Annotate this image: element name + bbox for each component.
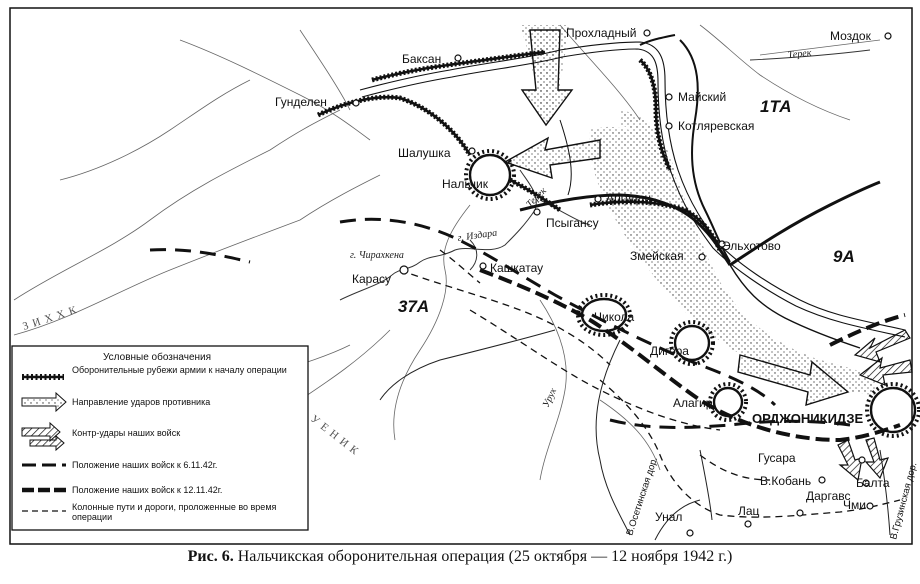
label-kashkatau: Кашкатау bbox=[490, 261, 543, 275]
label-dargavs: Даргавс bbox=[806, 489, 851, 503]
label-nalchik: Нальчик bbox=[442, 177, 489, 191]
legend-item-column-roads: Колонные пути и дороги, проложенные во в… bbox=[22, 502, 277, 522]
column-roads bbox=[399, 249, 901, 518]
label-argudan: Аргудан bbox=[606, 191, 651, 205]
label-gusara: Гусара bbox=[758, 451, 796, 465]
label-chmi: Чми bbox=[843, 498, 866, 512]
label-mountains-lower: У Е Н И К bbox=[308, 413, 361, 458]
label-izdara: г. Издара bbox=[457, 228, 498, 244]
place-labels: Прохладный Моздок Баксан Гунделен Майски… bbox=[275, 26, 890, 524]
legend-item-defense-lines: Оборонительные рубежи армии к началу опе… bbox=[22, 365, 287, 380]
legend-item-counter-attacks: Контр-удары наших войск bbox=[21, 421, 180, 452]
label-v-kobani: В.Кобань bbox=[760, 474, 811, 488]
label-army-37a: 37А bbox=[398, 297, 429, 316]
label-psygansu: Псыгансу bbox=[546, 216, 599, 230]
map-frame bbox=[9, 7, 913, 545]
figure-caption: Рис. 6. Нальчикская оборонительная опера… bbox=[0, 548, 920, 566]
legend-item-pos-12-11: Положение наших войск к 12.11.42г. bbox=[22, 485, 222, 495]
position-12-11 bbox=[479, 268, 906, 443]
railway bbox=[359, 41, 906, 338]
label-maisky: Майский bbox=[678, 90, 726, 104]
caption-prefix: Рис. 6. bbox=[187, 548, 234, 565]
legend-item-pos-6-11: Положение наших войск к 6.11.42г. bbox=[22, 460, 217, 470]
legend-label-counter-attacks: Контр-удары наших войск bbox=[72, 428, 180, 438]
label-lats: Лац bbox=[738, 504, 760, 518]
label-ordzhonikidze: ОРДЖОНИКИДЗЕ bbox=[752, 411, 863, 426]
label-unal: Унал bbox=[655, 510, 682, 524]
legend: Условные обозначения Оборонительные рубе… bbox=[11, 345, 309, 531]
label-mountains-left: З И Х Х К bbox=[21, 304, 79, 333]
label-gundelen: Гунделен bbox=[275, 95, 327, 109]
label-baksan: Баксан bbox=[402, 52, 441, 66]
legend-title: Условные обозначения bbox=[103, 351, 211, 363]
label-urukh: Урух bbox=[541, 386, 560, 409]
label-elkhotovo: Эльхотово bbox=[722, 239, 781, 253]
legend-label-enemy-attacks: Направление ударов противника bbox=[72, 397, 210, 407]
legend-label-pos-6-11: Положение наших войск к 6.11.42г. bbox=[72, 460, 217, 470]
counter-attack-arrows bbox=[837, 329, 913, 482]
label-ossetian-road: В.Осетинская дор. bbox=[624, 456, 660, 537]
label-terek-ne: Терек bbox=[787, 48, 812, 61]
label-karasu: Карасу bbox=[352, 272, 391, 286]
legend-item-enemy-attacks: Направление ударов противника bbox=[21, 391, 210, 413]
defense-rings bbox=[464, 149, 920, 438]
defense-lines bbox=[316, 49, 723, 252]
legend-label-pos-12-11: Положение наших войск к 12.11.42г. bbox=[72, 485, 222, 495]
position-6-11 bbox=[149, 217, 851, 429]
label-georgian-road: В.Грузинская дор. bbox=[888, 461, 919, 541]
label-mozdok: Моздок bbox=[830, 29, 872, 43]
label-chirakhkena: г. Чирахкена bbox=[350, 250, 404, 261]
label-shalushka: Шалушка bbox=[398, 146, 451, 160]
legend-label-column-roads: Колонные пути и дороги, проложенные во в… bbox=[72, 502, 277, 522]
label-alagir: Алагир bbox=[673, 396, 713, 410]
label-army-1ta: 1ТА bbox=[760, 97, 791, 116]
label-chikola: Чикола bbox=[594, 310, 634, 324]
legend-label-defense-lines: Оборонительные рубежи армии к началу опе… bbox=[72, 365, 287, 375]
label-digora: Дигора bbox=[650, 344, 689, 358]
enemy-attack-arrows bbox=[503, 29, 850, 406]
army-labels: 1ТА 9А 37А bbox=[398, 97, 855, 316]
label-zmeiskaya: Змейская bbox=[630, 249, 684, 263]
settlement-points bbox=[352, 29, 892, 537]
label-kotlyarevskaya: Котляревская bbox=[678, 119, 754, 133]
roads-major bbox=[519, 34, 881, 349]
label-balta: Балта bbox=[856, 476, 890, 490]
label-prokhladny: Прохладный bbox=[566, 26, 636, 40]
caption-title: Нальчикская оборонительная операция (25 … bbox=[237, 548, 733, 565]
label-army-9a: 9А bbox=[833, 247, 855, 266]
roads-minor bbox=[379, 329, 891, 541]
